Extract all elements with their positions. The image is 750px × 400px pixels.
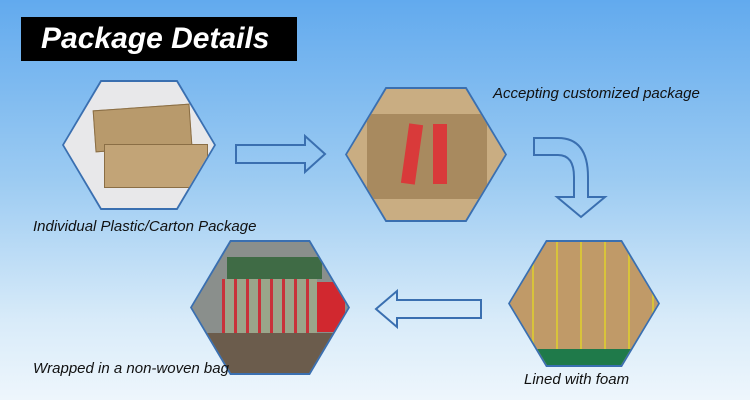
- custom-package-photo: [345, 87, 507, 222]
- step-caption: Lined with foam: [524, 371, 630, 388]
- page-title: Package Details: [21, 17, 297, 61]
- arrow-right-icon: [235, 133, 327, 175]
- step-caption: Accepting customized package: [493, 85, 700, 102]
- arrow-left-icon: [374, 288, 482, 330]
- truck-loading-photo: [190, 240, 350, 375]
- step-caption: Individual Plastic/Carton Package: [33, 218, 257, 235]
- foam-lined-boxes-photo: [508, 240, 660, 367]
- carton-package-photo: [62, 80, 216, 210]
- step-caption: Wrapped in a non-woven bag: [33, 360, 229, 377]
- arrow-curved-down-icon: [533, 137, 608, 219]
